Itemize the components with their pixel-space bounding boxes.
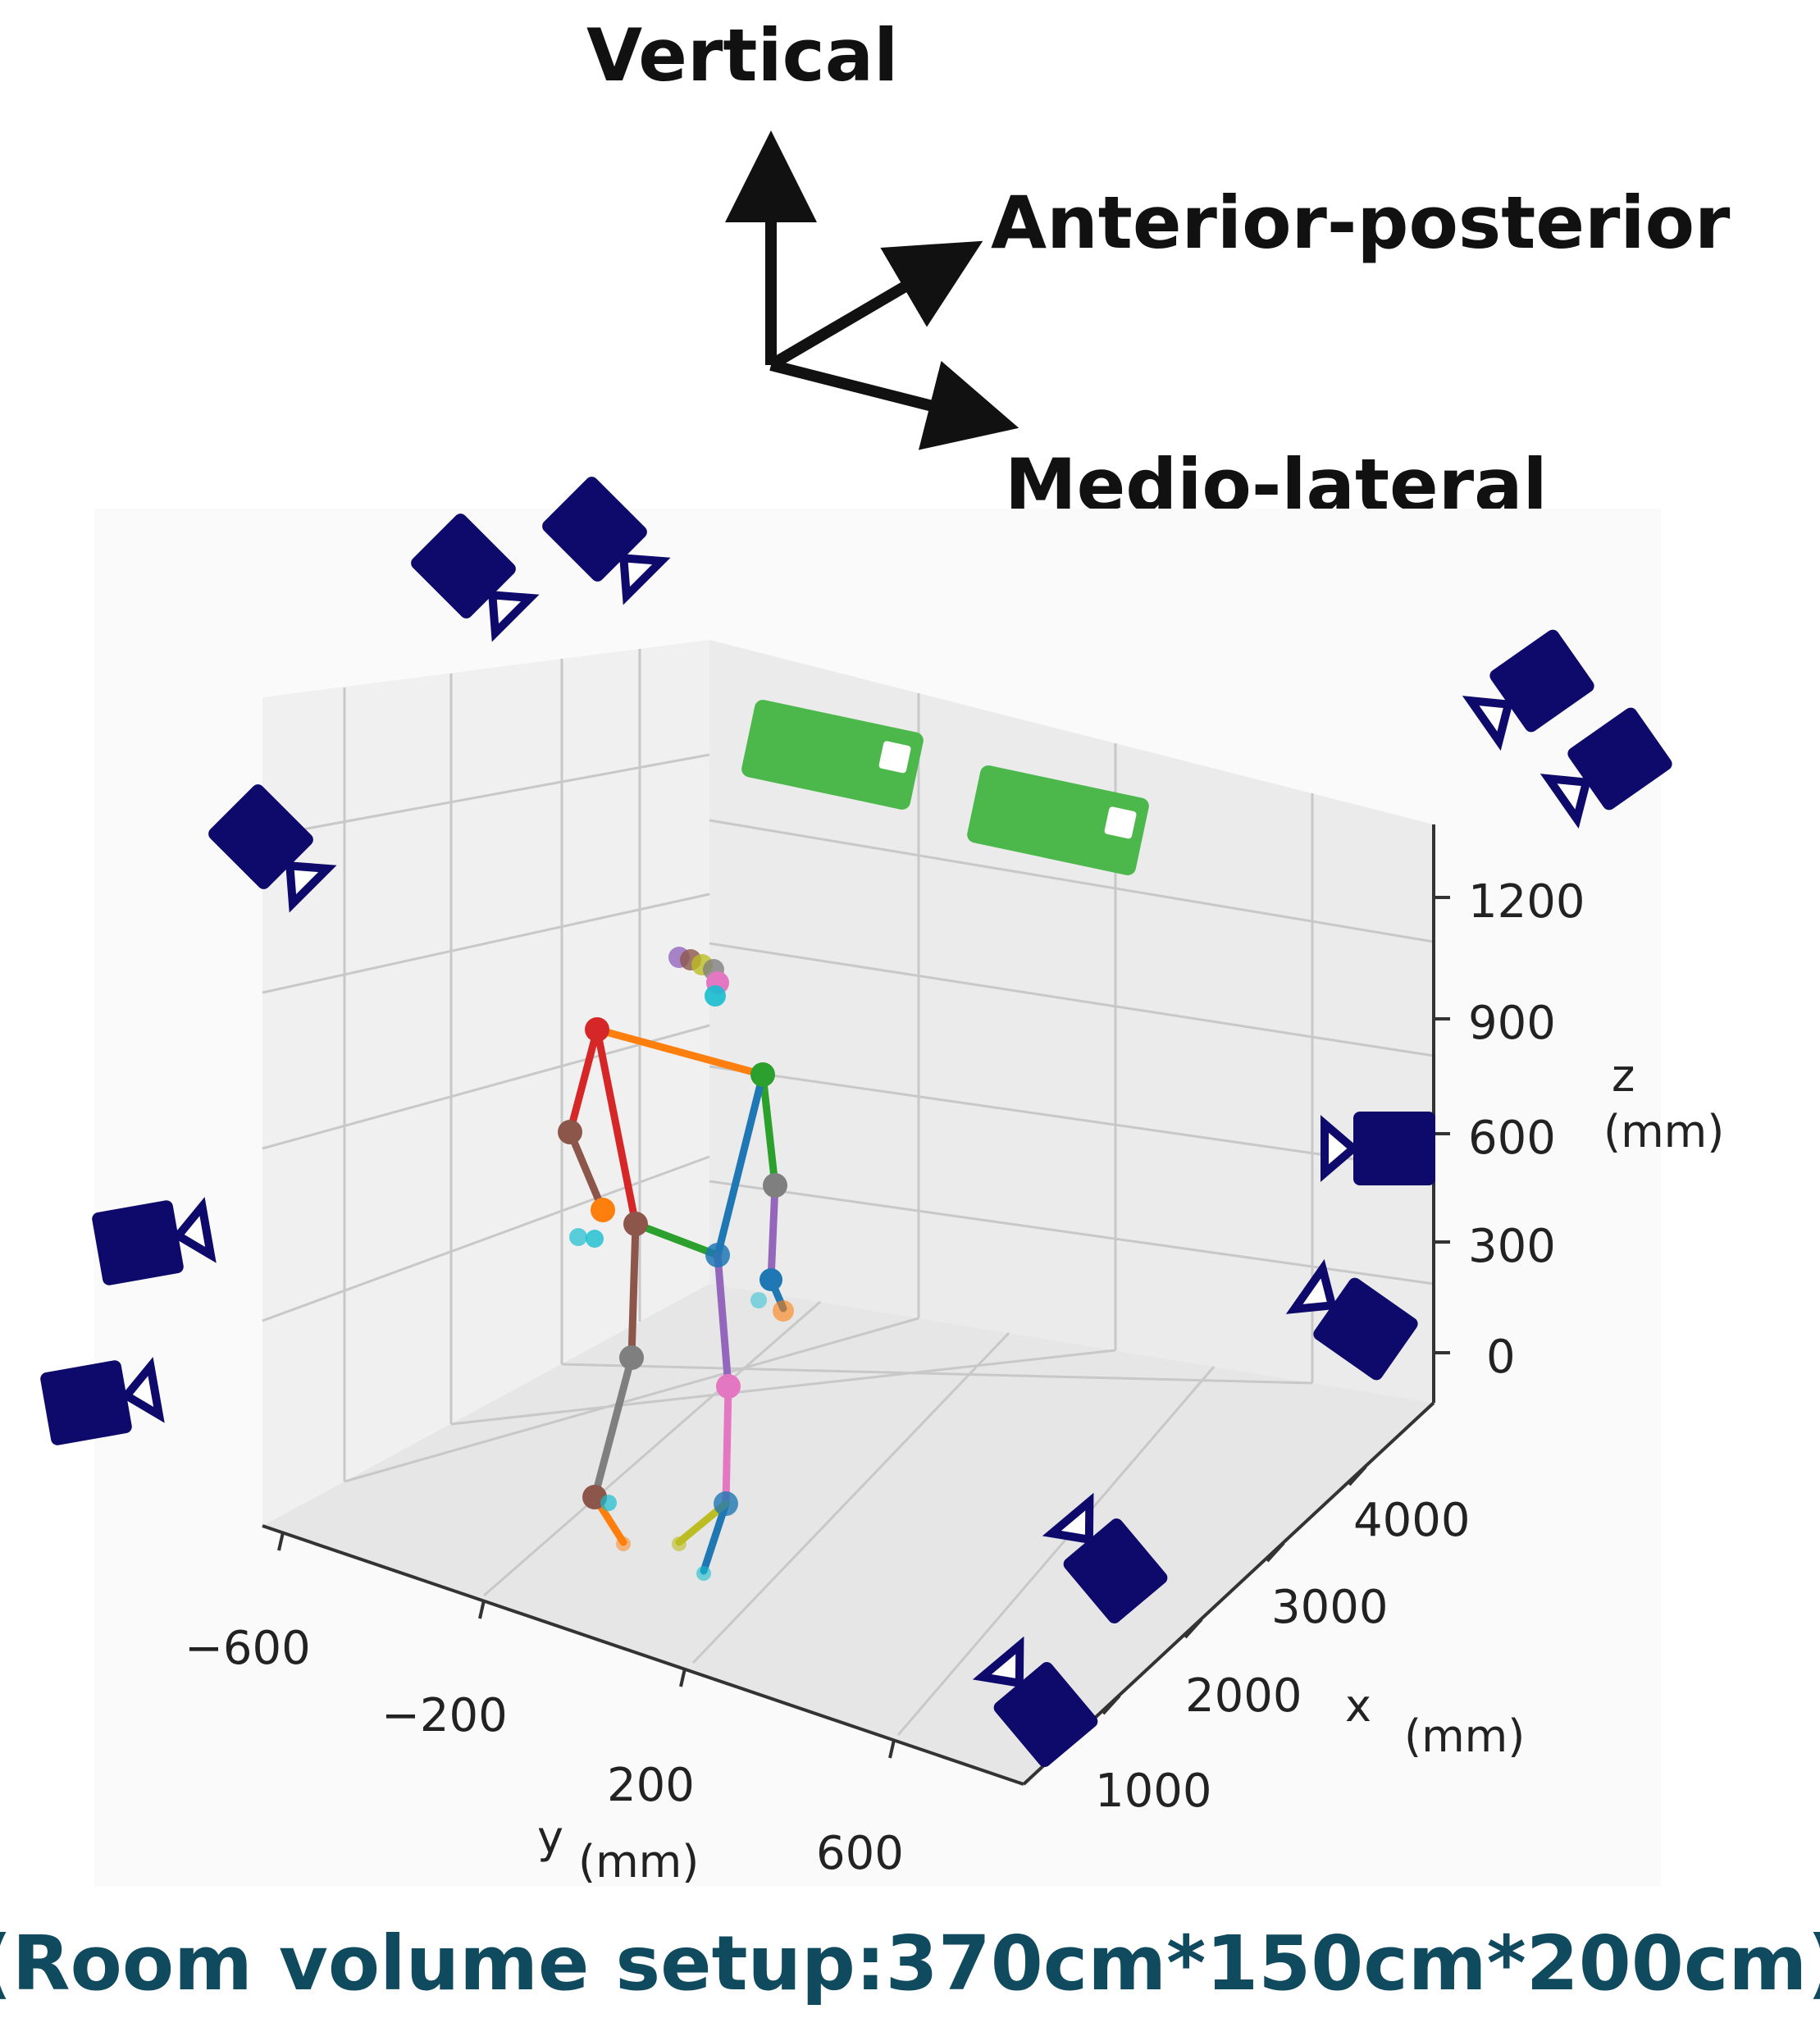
- x-tick-marks: [1102, 1465, 1367, 1715]
- depth-sensors: [741, 700, 1149, 875]
- x-tick-label: 2000: [1185, 1669, 1302, 1723]
- grid-lines: [262, 649, 1435, 1736]
- depth-sensor-icon: [967, 765, 1149, 875]
- back-pane: [709, 640, 1434, 1403]
- z-tick-label: 1200: [1468, 875, 1585, 929]
- z-tick-label: 600: [1468, 1112, 1556, 1165]
- room-volume-caption: (Room volume setup:370cm*150cm*200cm): [0, 1920, 1820, 2007]
- z-tick-label: 300: [1468, 1220, 1556, 1273]
- x-tick-label: 4000: [1353, 1494, 1471, 1547]
- y-tick-label: 600: [816, 1827, 904, 1880]
- y-axis-unit: (mm): [578, 1836, 699, 1888]
- medio-lateral-arrow: [769, 359, 1019, 450]
- skeleton-pose: [558, 947, 794, 1581]
- floor-pane: [262, 1284, 1434, 1784]
- anterior-posterior-label: Anterior-posterior: [991, 180, 1731, 265]
- head-markers: [668, 947, 729, 1007]
- depth-sensor-icon: [741, 700, 924, 810]
- y-tick-label: −200: [381, 1689, 508, 1742]
- x-tick-label: 1000: [1095, 1765, 1212, 1818]
- y-tick-marks: [277, 1532, 896, 1759]
- direction-axes: Vertical Anterior-posterior Medio-latera…: [586, 13, 1731, 527]
- y-axis-label: y: [537, 1811, 563, 1863]
- vertical-label: Vertical: [586, 13, 898, 98]
- anterior-posterior-arrow: [768, 240, 983, 371]
- left-pane: [262, 640, 709, 1526]
- z-axis-label: z: [1612, 1050, 1635, 1102]
- x-axis-unit: (mm): [1404, 1710, 1525, 1762]
- z-tick-marks: [1434, 896, 1450, 1354]
- y-tick-label: −600: [185, 1622, 311, 1675]
- z-tick-label: 900: [1468, 997, 1556, 1050]
- z-tick-label: 0: [1486, 1331, 1516, 1384]
- z-axis-unit: (mm): [1603, 1106, 1724, 1157]
- x-tick-label: 3000: [1271, 1581, 1389, 1634]
- y-axis-line: [262, 1524, 1024, 1786]
- x-axis-label: x: [1345, 1680, 1371, 1732]
- y-tick-label: 200: [607, 1759, 695, 1812]
